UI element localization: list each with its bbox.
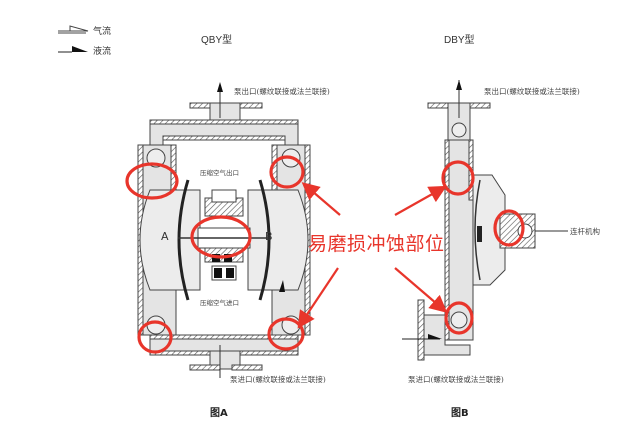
- diagram-b-title: DBY型: [444, 35, 475, 46]
- diagram-a-title: QBY型: [201, 35, 233, 46]
- legend-air-flow-icon: [58, 25, 89, 34]
- diagram-b-inlet-label: 泵进口(螺纹联接或法兰联接): [408, 375, 504, 384]
- diagram-a-caption: 图A: [210, 408, 228, 419]
- highlight-a-bottom-left: [137, 320, 173, 354]
- qby-pump-drawing: [137, 82, 311, 378]
- legend-air-flow-label: 气流: [93, 27, 112, 37]
- highlight-a-bottom-right: [267, 317, 305, 351]
- diagram-b-caption: 图B: [451, 408, 469, 419]
- highlight-b-top: [441, 160, 475, 196]
- highlight-b-linkage: [493, 209, 525, 247]
- highlight-a-top-right: [269, 155, 305, 189]
- highlight-b-bottom: [444, 301, 474, 335]
- highlight-a-top-left: [125, 162, 179, 200]
- dby-pump-drawing: [402, 80, 568, 361]
- diagram-b-outlet-label: 泵出口(螺纹联接或法兰联接): [484, 87, 580, 96]
- diagram-b-linkage-label: 连杆机构: [570, 227, 600, 236]
- diagram-a-air-inlet-label: 压缩空气进口: [200, 299, 239, 307]
- chamber-b-label: B: [265, 230, 273, 243]
- wear-callout-text: 易磨损冲蚀部位: [308, 233, 445, 255]
- callout-arrows: [297, 182, 448, 329]
- diagram-a-inlet-label: 泵进口(螺纹联接或法兰联接): [230, 375, 326, 384]
- legend-liquid-flow-icon: [58, 46, 88, 53]
- highlight-a-center: [190, 215, 252, 259]
- legend-liquid-flow-label: 液流: [93, 47, 112, 57]
- diagram-a-air-outlet-label: 压缩空气出口: [200, 169, 239, 177]
- chamber-a-label: A: [161, 230, 169, 243]
- diagram-a-outlet-label: 泵出口(螺纹联接或法兰联接): [234, 87, 330, 96]
- wear-highlights: [125, 155, 525, 354]
